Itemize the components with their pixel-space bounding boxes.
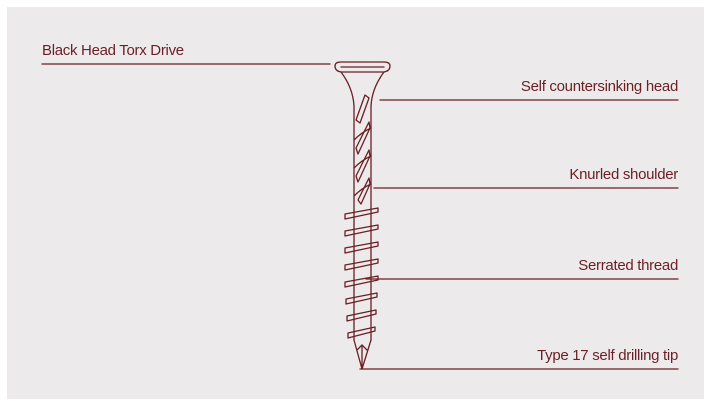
label-serrated-thread: Serrated thread (578, 257, 678, 274)
label-drilling-tip: Type 17 self drilling tip (537, 347, 678, 364)
screw-head (334, 61, 391, 107)
drilling-tip (353, 339, 372, 370)
label-countersinking-head: Self countersinking head (520, 78, 678, 95)
screw-shank (353, 105, 372, 211)
serrated-threads (344, 207, 379, 341)
label-head-drive: Black Head Torx Drive (42, 42, 184, 59)
label-knurled-shoulder: Knurled shoulder (569, 166, 678, 183)
knurled-ribs (353, 94, 372, 205)
